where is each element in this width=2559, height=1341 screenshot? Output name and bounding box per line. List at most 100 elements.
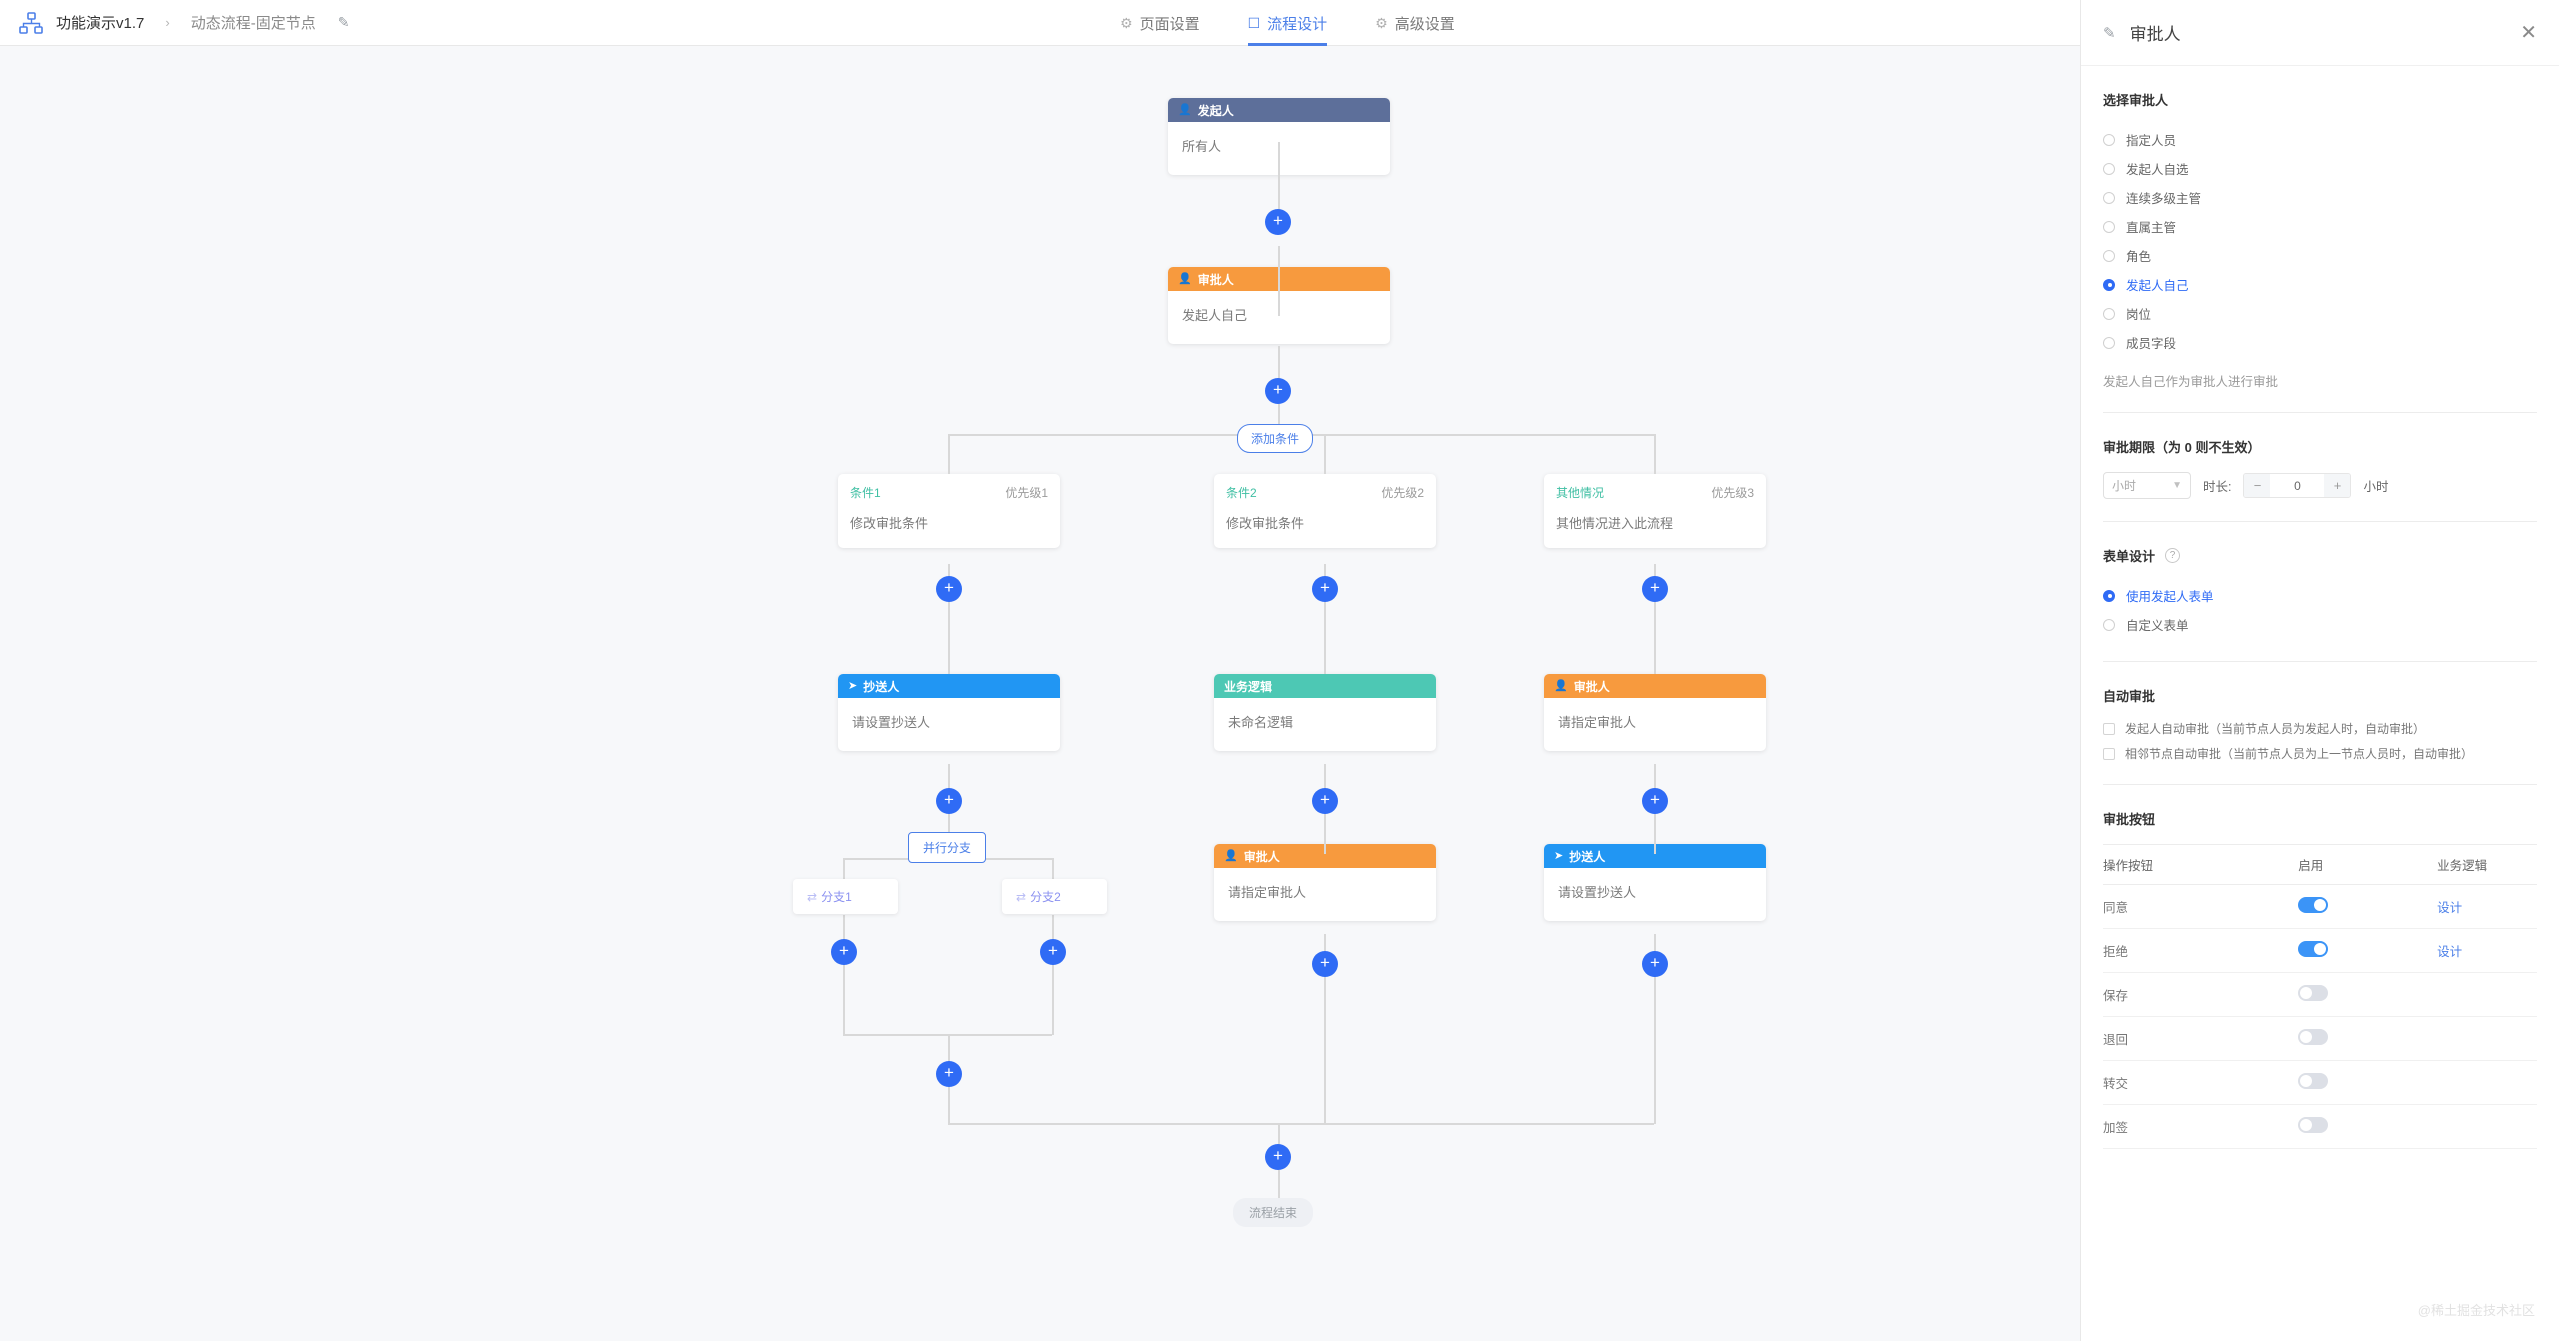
user-icon: 👤 — [1178, 103, 1192, 116]
table-row: 同意 设计 — [2103, 884, 2537, 930]
connector-line — [1278, 246, 1280, 316]
flow-canvas[interactable]: 👤 发起人 所有人 + 👤 审批人 发起人自己 + 添加条件 条件1 优先级1 … — [0, 46, 2080, 1341]
section-divider — [2103, 784, 2537, 786]
node-title: 审批人 — [1243, 849, 1280, 864]
condition-node-3[interactable]: 其他情况 优先级3 其他情况进入此流程 — [1544, 474, 1766, 548]
radio-option-member-field[interactable]: 成员字段 — [2103, 328, 2537, 357]
radio-option-multilevel-manager[interactable]: 连续多级主管 — [2103, 183, 2537, 212]
sitemap-icon — [18, 10, 44, 36]
enable-cell — [2298, 928, 2438, 974]
add-node-button[interactable]: + — [1642, 576, 1668, 602]
breadcrumb-item-app[interactable]: 功能演示v1.7 — [56, 15, 145, 32]
add-node-button[interactable]: + — [1265, 209, 1291, 235]
radio-option-custom-form[interactable]: 自定义表单 — [2103, 610, 2537, 639]
enable-toggle[interactable] — [2298, 1073, 2329, 1090]
add-node-button[interactable]: + — [831, 939, 857, 965]
enable-toggle[interactable] — [2298, 1117, 2329, 1134]
node-body: 发起人自己 — [1182, 308, 1248, 323]
tab-page-settings[interactable]: ⚙ 页面设置 — [1120, 0, 1200, 46]
approver-section: 选择审批人 指定人员 发起人自选 连续多级主管 直属主管 角色 发起人自己 岗位 — [2081, 90, 2559, 413]
duration-stepper[interactable]: − 0 + — [2243, 473, 2352, 498]
radio-option-initiator-self[interactable]: 发起人自己 — [2103, 270, 2537, 299]
add-node-button[interactable]: + — [1040, 939, 1066, 965]
question-icon[interactable]: ? — [2165, 548, 2181, 563]
checkbox-initiator-auto-approve[interactable]: 发起人自动审批（当前节点人员为发起人时，自动审批） — [2103, 721, 2537, 737]
connector-line — [1278, 1170, 1280, 1206]
flow-node-approver-3[interactable]: 👤 审批人 请指定审批人 — [1214, 844, 1436, 921]
radio-option-designated[interactable]: 指定人员 — [2103, 125, 2537, 154]
tab-advanced-settings[interactable]: ⚙ 高级设置 — [1375, 0, 1455, 46]
pencil-icon[interactable]: ✎ — [337, 14, 350, 30]
connector-line — [948, 564, 950, 674]
node-body: 请指定审批人 — [1228, 885, 1307, 900]
node-header: ➤ 抄送人 — [1544, 844, 1766, 868]
add-node-button[interactable]: + — [936, 788, 962, 814]
flow-node-cc-1[interactable]: ➤ 抄送人 请设置抄送人 — [838, 674, 1060, 751]
pencil-icon[interactable]: ✎ — [2103, 24, 2116, 42]
section-heading: 表单设计 — [2103, 549, 2156, 564]
tab-label: 页面设置 — [1139, 15, 1200, 33]
flow-node-cc-2[interactable]: ➤ 抄送人 请设置抄送人 — [1544, 844, 1766, 921]
deadline-controls: 小时 ▼ 时长: − 0 + 小时 — [2103, 472, 2537, 499]
branch-chip-1[interactable]: ⇄分支1 — [793, 879, 898, 914]
condition-node-1[interactable]: 条件1 优先级1 修改审批条件 — [838, 474, 1060, 548]
add-node-button[interactable]: + — [1312, 951, 1338, 977]
add-node-button[interactable]: + — [936, 576, 962, 602]
connector-line — [1278, 1123, 1280, 1161]
breadcrumb-separator: › — [165, 15, 170, 30]
stepper-value[interactable]: 0 — [2270, 474, 2325, 497]
breadcrumb-item-flow[interactable]: 动态流程-固定节点 — [190, 15, 316, 32]
enable-toggle[interactable] — [2298, 897, 2329, 914]
design-link[interactable]: 设计 — [2437, 945, 2463, 960]
radio-option-initiator-select[interactable]: 发起人自选 — [2103, 154, 2537, 183]
add-node-button[interactable]: + — [936, 1061, 962, 1087]
unit-select[interactable]: 小时 ▼ — [2103, 472, 2191, 499]
add-node-button[interactable]: + — [1312, 788, 1338, 814]
connector-line — [843, 1034, 1052, 1036]
add-node-button[interactable]: + — [1642, 951, 1668, 977]
table-row: 拒绝 设计 — [2103, 928, 2537, 974]
flow-node-approver-2[interactable]: 👤 审批人 请指定审批人 — [1544, 674, 1766, 751]
stepper-increment[interactable]: + — [2324, 474, 2351, 497]
radio-option-position[interactable]: 岗位 — [2103, 299, 2537, 328]
add-condition-button[interactable]: 添加条件 — [1237, 424, 1314, 453]
radio-option-role[interactable]: 角色 — [2103, 241, 2537, 270]
radio-option-use-initiator-form[interactable]: 使用发起人表单 — [2103, 581, 2537, 610]
table-row: 加签 — [2103, 1104, 2537, 1150]
condition-priority: 优先级2 — [1381, 486, 1424, 500]
approve-buttons-section: 审批按钮 操作按钮 启用 业务逻辑 同意 设计 拒绝 设计 — [2081, 809, 2559, 1150]
table-row: 退回 — [2103, 1016, 2537, 1062]
checkbox-label: 相邻节点自动审批（当前节点人员为上一节点人员时，自动审批） — [2125, 747, 2474, 762]
checkbox-adjacent-auto-approve[interactable]: 相邻节点自动审批（当前节点人员为上一节点人员时，自动审批） — [2103, 746, 2537, 762]
radio-option-direct-manager[interactable]: 直属主管 — [2103, 212, 2537, 241]
section-divider — [2103, 412, 2537, 413]
branch-chip-2[interactable]: ⇄分支2 — [1002, 879, 1107, 914]
column-header-enabled: 启用 — [2298, 844, 2438, 886]
close-icon[interactable]: ✕ — [2520, 21, 2537, 44]
condition-priority: 优先级1 — [1005, 486, 1048, 500]
design-link[interactable]: 设计 — [2437, 901, 2463, 916]
tab-flow-design[interactable]: ☐ 流程设计 — [1247, 0, 1327, 46]
condition-name: 其他情况 — [1556, 486, 1605, 500]
enable-toggle[interactable] — [2298, 941, 2329, 958]
radio-label: 发起人自己 — [2126, 279, 2189, 293]
add-node-button[interactable]: + — [1312, 576, 1338, 602]
add-node-button[interactable]: + — [1642, 788, 1668, 814]
enable-toggle[interactable] — [2298, 985, 2329, 1002]
send-icon: ➤ — [1554, 849, 1564, 862]
form-design-section: 表单设计 ? 使用发起人表单 自定义表单 — [2081, 546, 2559, 662]
stepper-decrement[interactable]: − — [2244, 474, 2271, 497]
enable-toggle[interactable] — [2298, 1029, 2329, 1046]
deadline-section: 审批期限（为 0 则不生效） 小时 ▼ 时长: − 0 + 小时 — [2081, 437, 2559, 522]
add-node-button[interactable]: + — [1265, 1144, 1291, 1170]
table-row: 转交 — [2103, 1060, 2537, 1106]
add-node-button[interactable]: + — [1265, 378, 1291, 404]
duration-label: 时长: — [2203, 480, 2232, 494]
button-name: 拒绝 — [2103, 928, 2299, 974]
radio-icon — [2103, 133, 2115, 146]
parallel-branch-button[interactable]: 并行分支 — [908, 832, 987, 863]
condition-node-2[interactable]: 条件2 优先级2 修改审批条件 — [1214, 474, 1436, 548]
connector-line — [1654, 564, 1656, 674]
flow-node-logic[interactable]: 业务逻辑 未命名逻辑 — [1214, 674, 1436, 751]
radio-label: 连续多级主管 — [2126, 192, 2202, 206]
